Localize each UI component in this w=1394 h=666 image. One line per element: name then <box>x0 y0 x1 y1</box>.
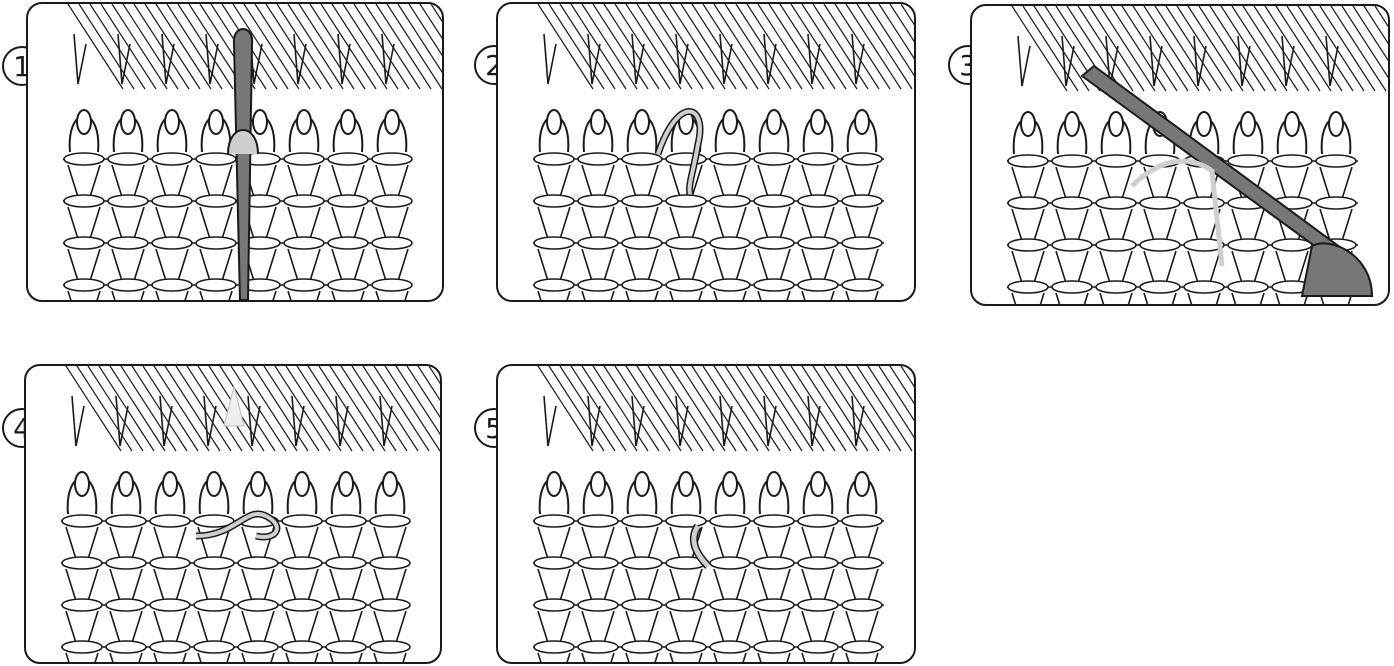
direction-arrow-icon <box>224 386 244 426</box>
step-5-illustration <box>498 366 914 662</box>
step-1-illustration <box>28 4 442 300</box>
step-3-panel <box>970 4 1390 306</box>
step-3-illustration <box>972 6 1388 304</box>
live-loops <box>540 110 877 152</box>
needle-handle <box>1302 243 1372 296</box>
step-2-illustration <box>498 4 914 300</box>
live-loops <box>68 472 405 514</box>
knitted-fabric <box>533 153 884 300</box>
step-2-panel <box>496 2 916 302</box>
knitted-fabric <box>533 515 884 662</box>
knitted-fabric <box>61 515 410 662</box>
live-loops <box>540 472 877 514</box>
step-1-panel <box>26 2 444 302</box>
step-4-illustration <box>26 366 440 662</box>
step-4-panel <box>24 364 442 664</box>
step-5-panel <box>496 364 916 664</box>
needle-shape <box>234 29 252 300</box>
